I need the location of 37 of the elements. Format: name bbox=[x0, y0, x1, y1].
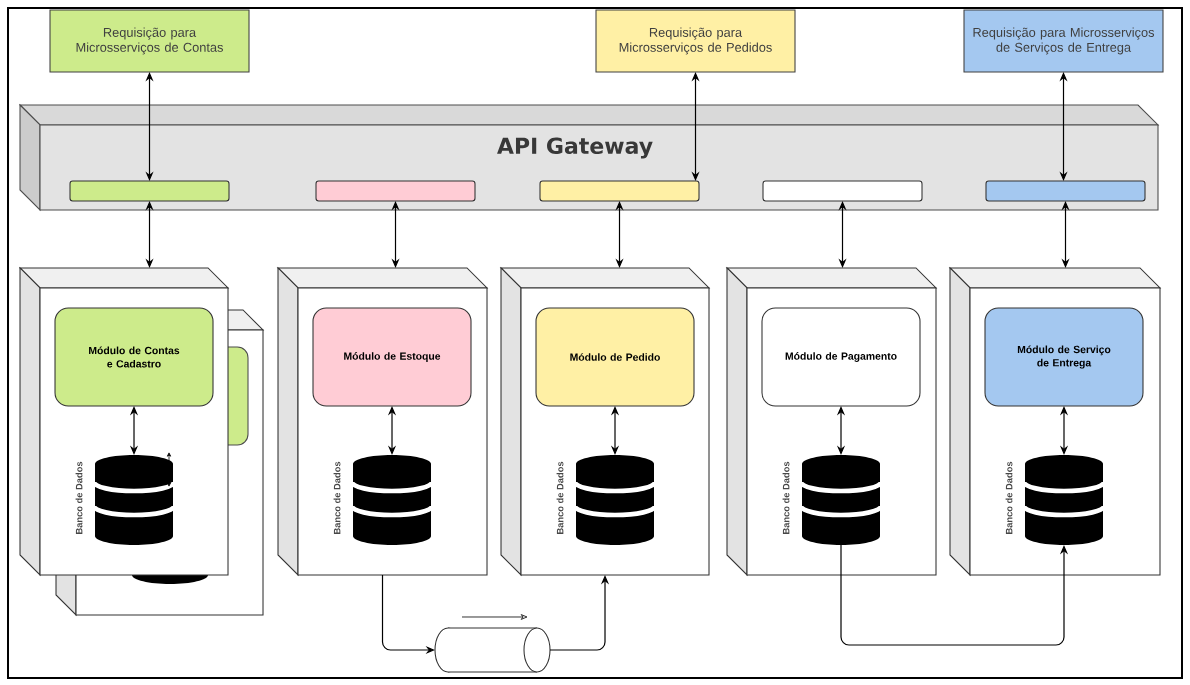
queue-cylinder bbox=[434, 627, 551, 673]
arrow bbox=[836, 406, 846, 455]
module-box: Módulo de Serviço de Entrega bbox=[984, 307, 1144, 407]
database-icon bbox=[1022, 455, 1106, 545]
arrow bbox=[615, 201, 624, 268]
arrow bbox=[145, 201, 154, 268]
database-icon bbox=[573, 455, 657, 545]
arrow bbox=[1059, 72, 1068, 181]
rotated-label: Banco de Dados bbox=[782, 461, 790, 534]
gateway-slot bbox=[69, 180, 230, 202]
module-box: Módulo de Pagamento bbox=[761, 307, 921, 407]
arrow bbox=[610, 406, 620, 455]
arrow bbox=[129, 406, 139, 455]
rotated-label: Banco de Dados bbox=[75, 461, 83, 534]
module-box: Módulo de Estoque bbox=[312, 307, 472, 407]
arrow bbox=[391, 201, 400, 268]
arrow bbox=[691, 72, 700, 181]
arrow bbox=[145, 72, 154, 181]
rotated-label: Banco de Dados bbox=[1005, 461, 1013, 534]
arrow bbox=[1061, 201, 1070, 268]
arrow bbox=[387, 406, 397, 455]
database-icon bbox=[350, 455, 434, 545]
rotated-label: Banco de Dados bbox=[333, 461, 341, 534]
gateway-slot bbox=[985, 180, 1146, 202]
request-box: Requisição para Microsserviços de Contas bbox=[49, 9, 250, 73]
database-icon bbox=[92, 455, 176, 545]
gateway-slot bbox=[539, 180, 700, 202]
arrow bbox=[1059, 406, 1069, 455]
request-box: Requisição para Microsserviços de Serviços de Entrega bbox=[963, 9, 1164, 73]
gateway-slot bbox=[315, 180, 476, 202]
module-box: Módulo de Pedido bbox=[535, 307, 695, 407]
arrow bbox=[838, 201, 847, 268]
gateway-slot bbox=[762, 180, 923, 202]
request-box: Requisição para Microsserviços de Pedidos bbox=[595, 9, 796, 73]
rotated-label: Banco de Dados bbox=[556, 461, 564, 534]
module-box: Módulo de Contas e Cadastro bbox=[54, 307, 214, 407]
database-icon bbox=[799, 455, 883, 545]
